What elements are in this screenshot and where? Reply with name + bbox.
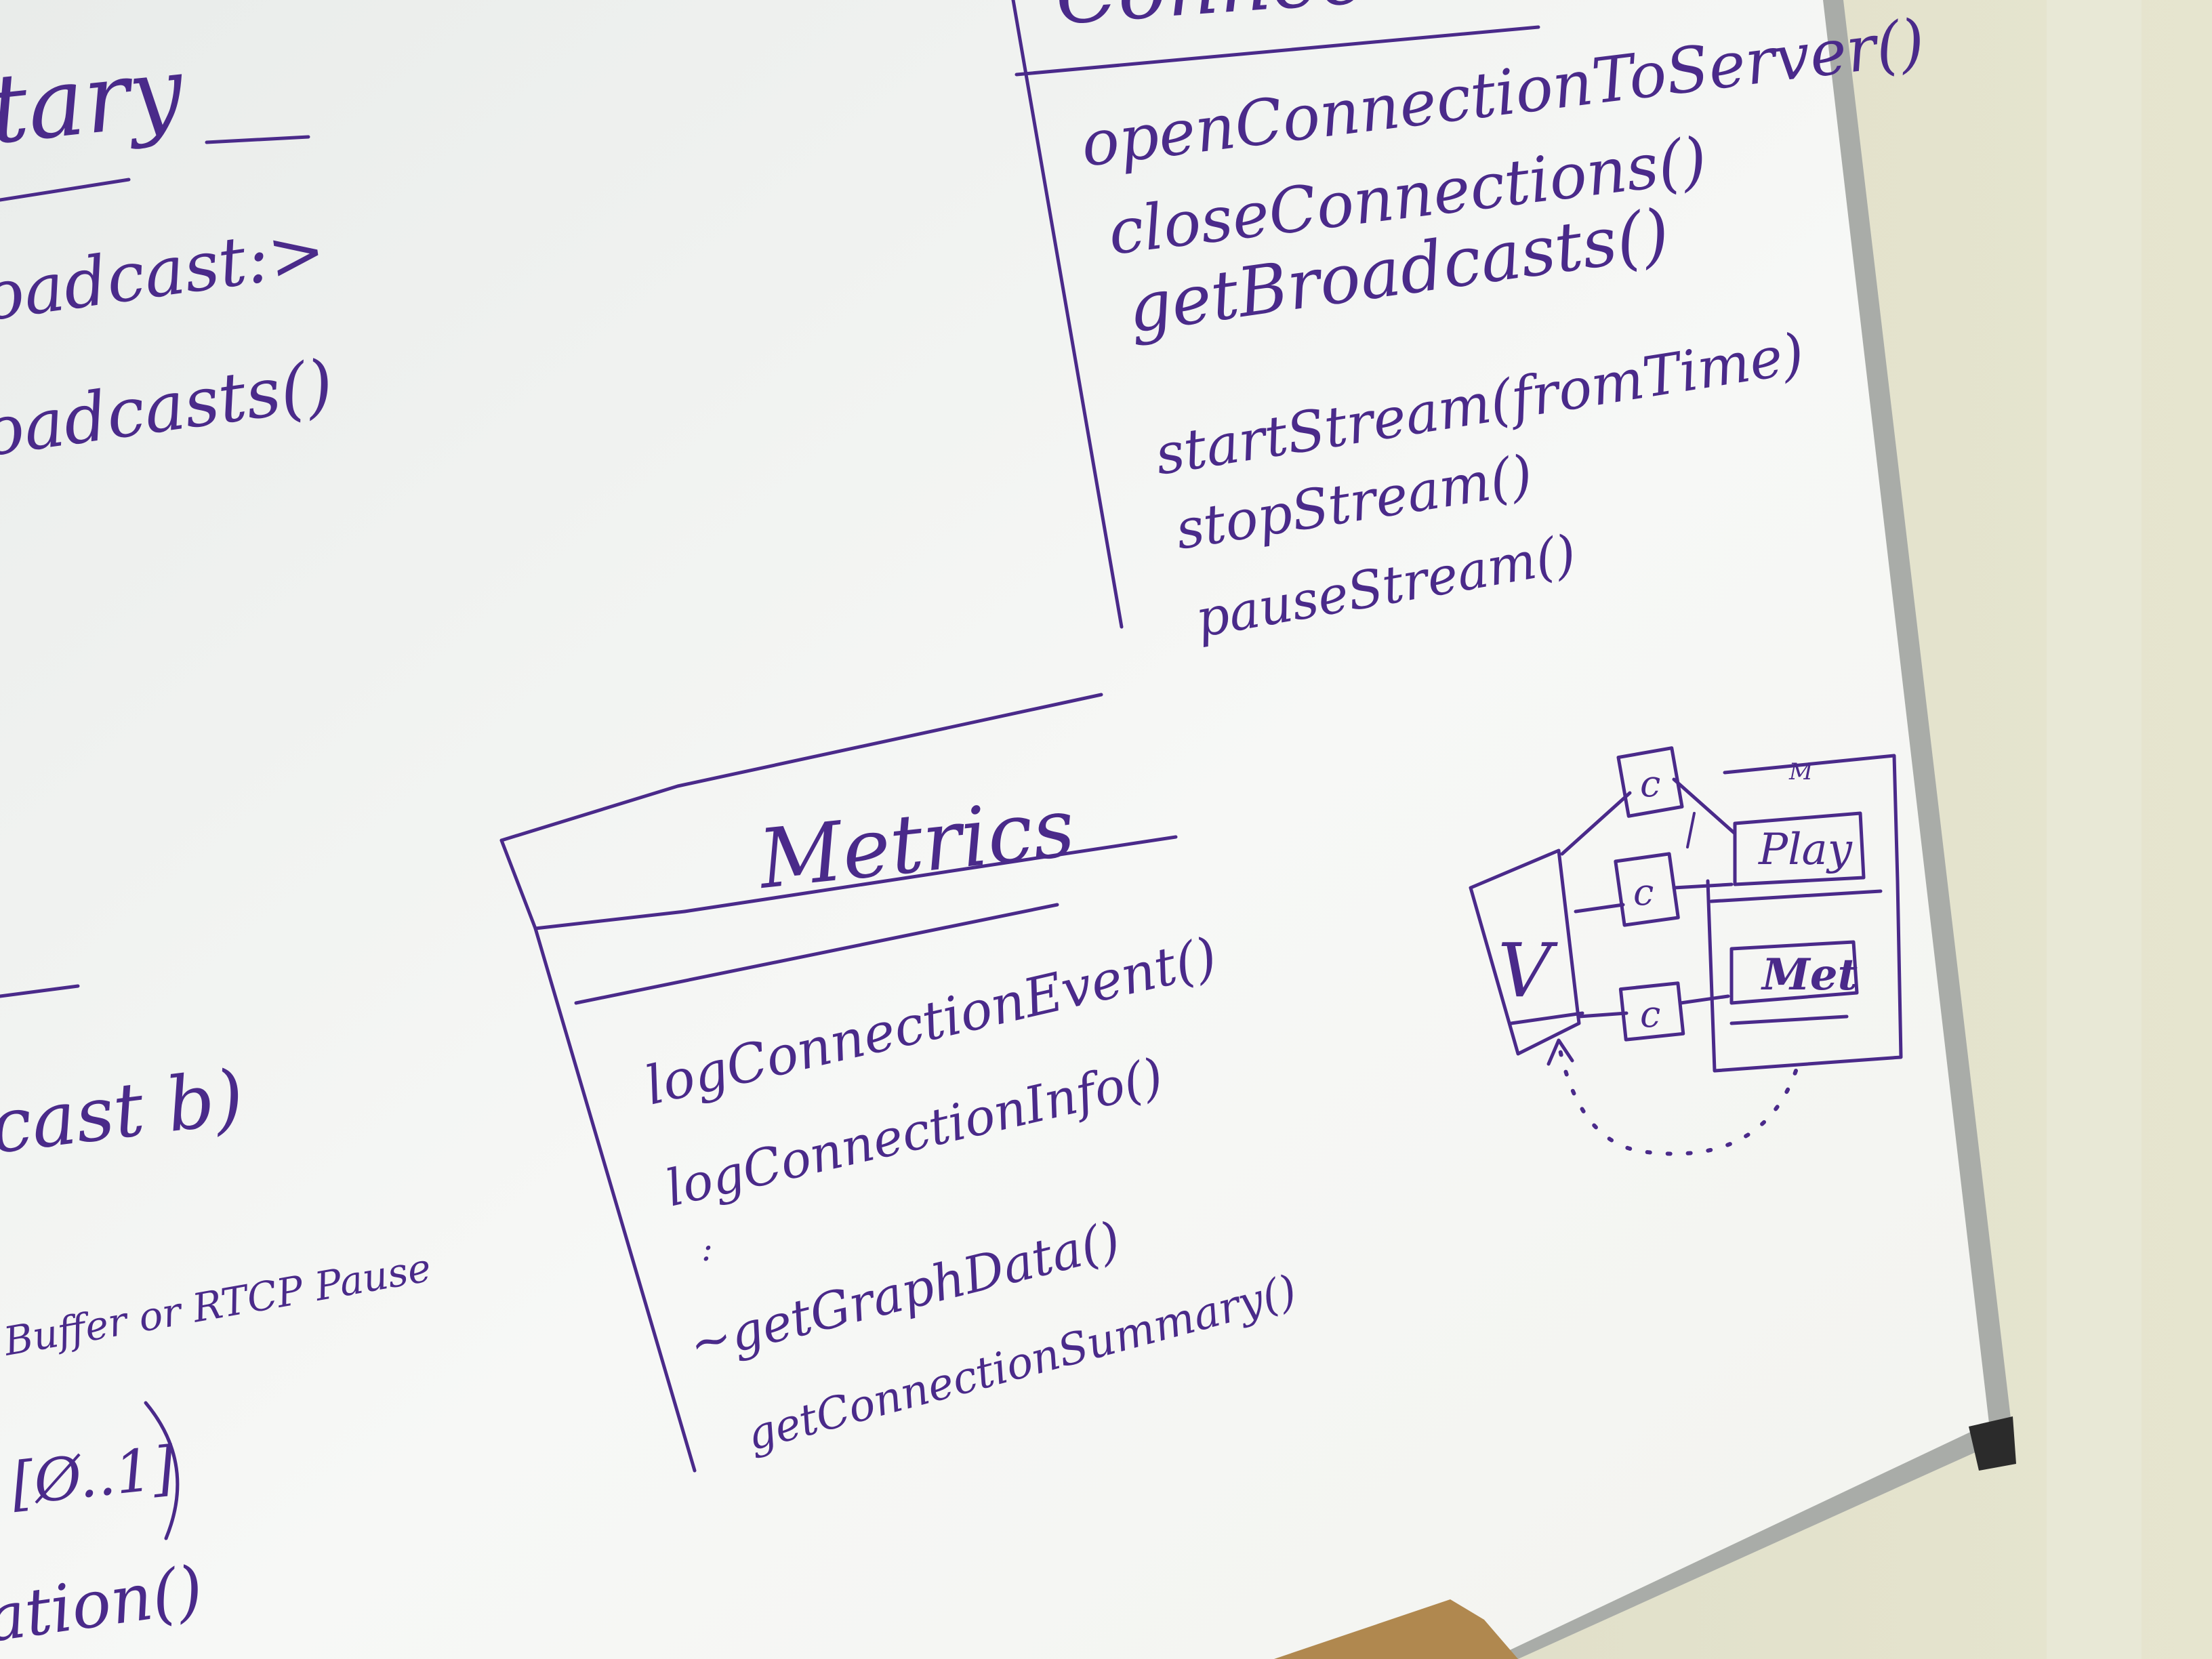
v-box-label: V [1498,927,1558,1014]
left-note-bracket [144,1401,180,1540]
left-class-divider [0,178,131,202]
group-lower-line [1729,1015,1849,1025]
group-boundary [1706,754,1903,1073]
link-v-top [1560,791,1632,856]
metrics-top-border [499,693,1103,842]
link-top-play [1672,777,1737,836]
group-label: M [1788,758,1814,785]
metrics-top-inner [533,909,687,930]
architecture-sketch: V c c c M Play Met [1469,746,1903,1156]
met-box [1729,940,1859,1005]
board-surface [0,0,1989,1659]
feedback-arrowhead [1547,1038,1574,1066]
connector-label-bottom: c [1640,993,1660,1036]
feedback-arc [1557,1042,1798,1156]
connection-class-divider [1015,25,1540,77]
metrics-title-line [682,835,1178,914]
group-divider [1709,889,1883,903]
play-box-label: Play [1758,825,1853,875]
play-box [1733,811,1866,886]
link-mid-play [1672,882,1734,890]
v-box-base [1509,1011,1584,1025]
connector-label-top: c [1640,762,1660,805]
v-box [1469,848,1581,1056]
left-lower-divider [0,984,80,998]
metrics-class-divider [574,903,1059,1005]
tick-mark [1686,812,1696,848]
marker-tray [1274,1599,1518,1659]
connector-label-mid: c [1633,871,1654,914]
left-class-title: tary [0,36,190,166]
wall-edge [2047,0,2142,1659]
metrics-ellipsis: : [701,1229,713,1269]
connector-box-mid [1614,852,1680,927]
frame-corner-cap [1969,1416,2016,1471]
link-v-mid [1574,903,1625,914]
left-title-underline [205,135,310,144]
met-box-label: Met [1761,949,1858,1000]
connection-class-left-border [1011,0,1124,629]
link-v-bottom [1577,1011,1629,1019]
link-bottom-met [1679,994,1730,1005]
connector-box-top [1616,746,1684,818]
